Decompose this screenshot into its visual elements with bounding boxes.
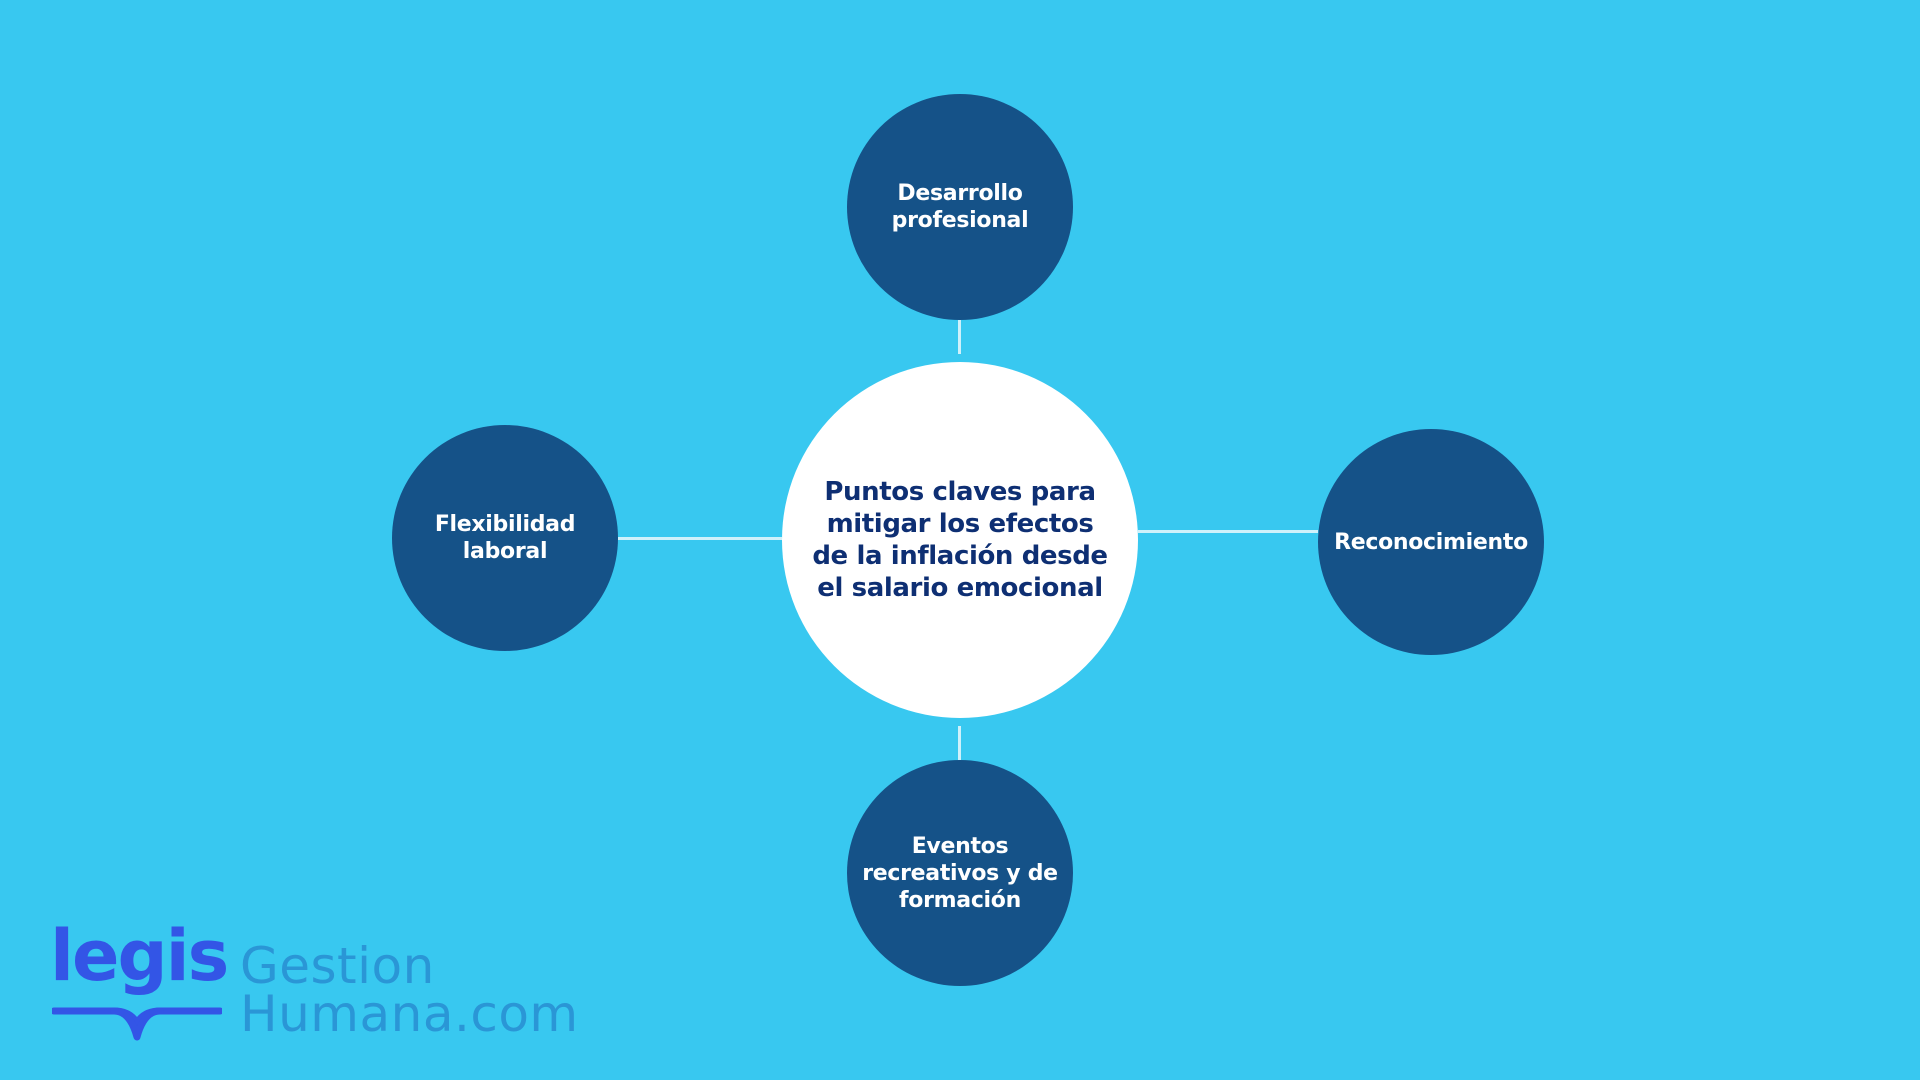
node-eventos-recreativos: Eventos recreativos y de formación [847,760,1073,986]
connector-top [958,320,961,354]
node-label-left: Flexibilidad laboral [434,512,576,564]
open-book-icon [52,1007,222,1041]
node-label-bottom: Eventos recreativos y de formación [862,833,1058,913]
connector-right [1138,530,1318,533]
node-desarrollo-profesional: Desarrollo profesional [847,94,1073,320]
logo-line-gestion: Gestion [240,937,435,995]
logo-brand: legis [50,915,229,997]
connector-left [618,537,782,540]
center-node: Puntos claves para mitigar los efectos d… [782,362,1138,718]
node-flexibilidad-laboral: Flexibilidad laboral [392,425,618,651]
legis-gestion-humana-logo: legis Gestion Humana.com [50,915,610,1045]
center-node-label: Puntos claves para mitigar los efectos d… [812,477,1108,603]
node-label-right: Reconocimiento [1334,529,1528,555]
node-label-top: Desarrollo profesional [891,181,1029,233]
connector-bottom [958,726,961,760]
node-reconocimiento: Reconocimiento [1318,429,1544,655]
logo-line-humana: Humana.com [240,985,579,1043]
